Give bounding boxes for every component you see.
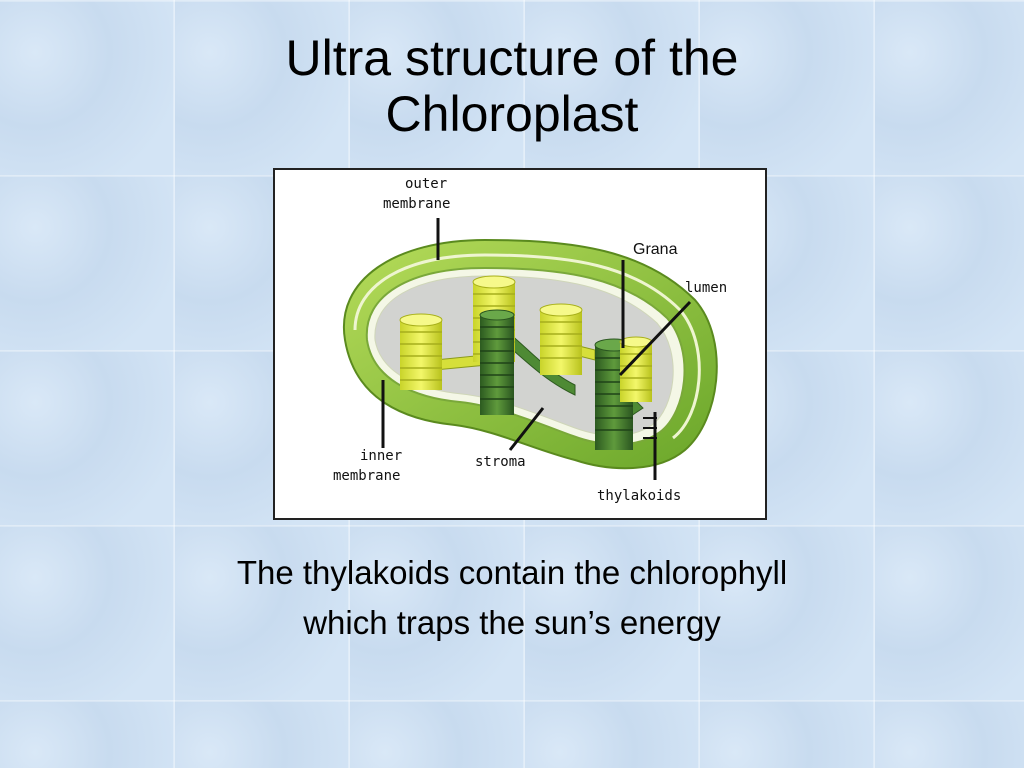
title-line-2: Chloroplast — [385, 86, 639, 142]
label-outer-1: outer — [405, 176, 447, 192]
chloroplast-diagram: outer membrane Grana lumen inner membran… — [273, 168, 767, 520]
granum-stack-1 — [399, 313, 443, 390]
granum-stack-dark-1 — [479, 309, 515, 415]
caption-line-1: The thylakoids contain the chlorophyll — [236, 554, 788, 591]
title-line-1: Ultra structure of the — [285, 30, 739, 86]
granum-stack-3 — [539, 303, 583, 375]
label-stroma: stroma — [475, 454, 526, 470]
slide-caption: The thylakoids contain the chlorophyll w… — [0, 548, 1024, 648]
leader-lines — [381, 218, 692, 480]
label-outer-2: membrane — [383, 196, 450, 212]
label-inner-2: membrane — [333, 468, 400, 484]
granum-stack-5 — [619, 336, 653, 402]
label-thylakoids: thylakoids — [597, 488, 681, 504]
caption-line-2: which traps the sun’s energy — [303, 604, 721, 641]
slide-title: Ultra structure of the Chloroplast — [0, 30, 1024, 142]
label-lumen: lumen — [685, 280, 727, 296]
chloroplast-svg: outer membrane Grana lumen inner membran… — [333, 176, 727, 504]
label-inner-1: inner — [360, 448, 402, 464]
label-grana: Grana — [633, 241, 678, 258]
